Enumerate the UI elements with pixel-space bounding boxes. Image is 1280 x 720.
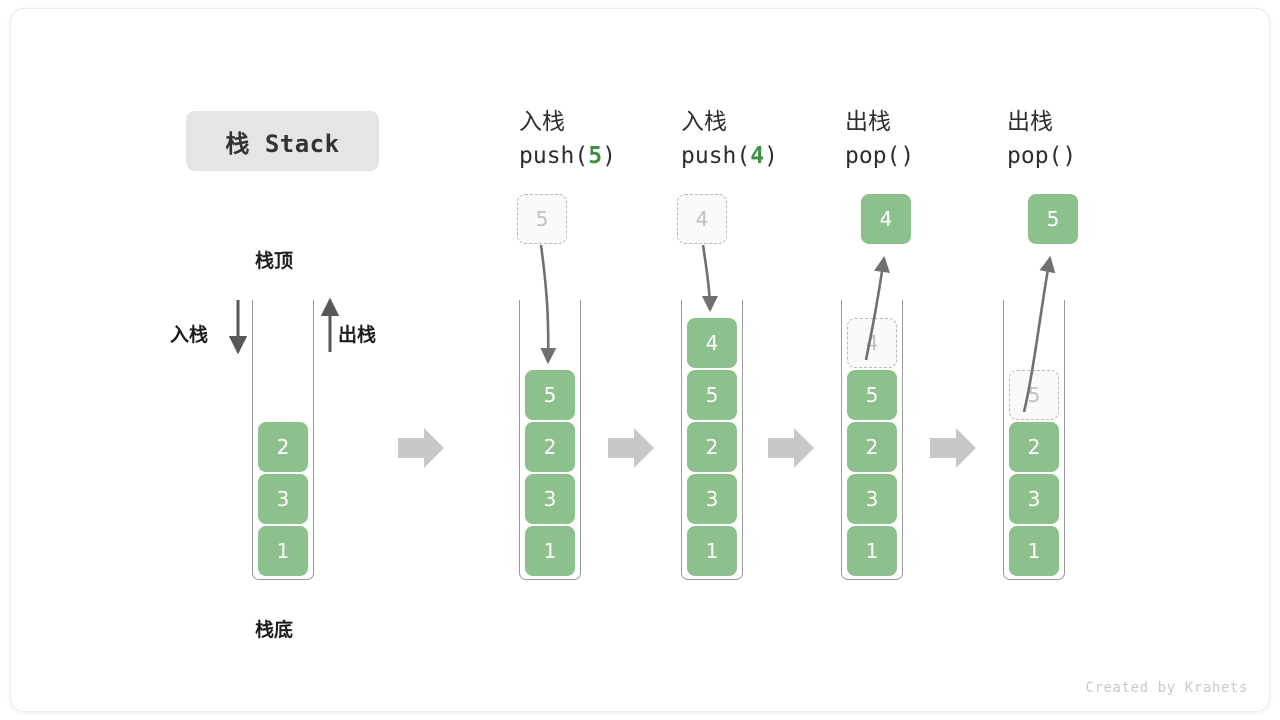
column-header-push-5: 入栈 push(5) — [519, 105, 699, 173]
stack-cell: 3 — [258, 474, 308, 524]
stack-cell: 1 — [258, 526, 308, 576]
column-header-label-cn: 入栈 — [681, 109, 727, 135]
stack-wall — [519, 300, 581, 580]
code-argument: 4 — [750, 143, 765, 169]
floating-cell-pop-4: 4 — [861, 194, 911, 244]
column-header-label-cn: 入栈 — [519, 109, 565, 135]
column-header-pop-1: 出栈 pop() — [845, 105, 1025, 173]
code-prefix: pop( — [1007, 143, 1063, 169]
stack-wall — [252, 300, 314, 580]
column-header-label-cn: 出栈 — [845, 109, 891, 135]
code-suffix: ) — [900, 143, 915, 169]
diagram-title: 栈 Stack — [186, 111, 379, 171]
watermark-credit: Created by Krahets — [1085, 680, 1248, 696]
floating-cell-push-5: 5 — [517, 194, 567, 244]
code-suffix: ) — [764, 143, 778, 169]
stack-cell: 2 — [687, 422, 737, 472]
column-header-code: pop() — [845, 139, 1025, 173]
column-header-code: push(5) — [519, 139, 699, 173]
stack-cell: 1 — [525, 526, 575, 576]
code-prefix: pop( — [845, 143, 901, 169]
push-direction-label: 入栈 — [170, 324, 209, 346]
column-header-push-4: 入栈 push(4) — [681, 105, 861, 173]
column-header-code: push(4) — [681, 139, 861, 173]
stack-wall — [841, 300, 903, 580]
stack-cell: 2 — [1009, 422, 1059, 472]
stack-cell: 2 — [258, 422, 308, 472]
code-suffix: ) — [1062, 143, 1077, 169]
column-header-label-cn: 出栈 — [1007, 109, 1053, 135]
stack-wall — [681, 300, 743, 580]
code-argument: 5 — [588, 143, 603, 169]
stack-cell: 2 — [525, 422, 575, 472]
stack-cell: 4 — [687, 318, 737, 368]
stack-cell-removed: 5 — [1009, 370, 1059, 420]
floating-cell-pop-5: 5 — [1028, 194, 1078, 244]
stack-cell: 3 — [525, 474, 575, 524]
stack-cell-removed: 4 — [847, 318, 897, 368]
stack-cell: 5 — [525, 370, 575, 420]
code-suffix: ) — [602, 143, 616, 169]
stack-cell: 3 — [847, 474, 897, 524]
floating-cell-push-4: 4 — [677, 194, 727, 244]
pop-direction-label: 出栈 — [338, 324, 377, 346]
column-header-pop-2: 出栈 pop() — [1007, 105, 1187, 173]
stack-cell: 1 — [1009, 526, 1059, 576]
column-header-code: pop() — [1007, 139, 1187, 173]
stack-wall — [1003, 300, 1065, 580]
stack-cell: 1 — [687, 526, 737, 576]
stack-cell: 3 — [687, 474, 737, 524]
stack-cell: 5 — [847, 370, 897, 420]
stack-bottom-label: 栈底 — [255, 619, 294, 641]
code-prefix: push( — [681, 143, 751, 169]
stack-cell: 5 — [687, 370, 737, 420]
stack-cell: 2 — [847, 422, 897, 472]
stack-cell: 3 — [1009, 474, 1059, 524]
stack-cell: 1 — [847, 526, 897, 576]
stack-top-label: 栈顶 — [255, 250, 294, 272]
code-prefix: push( — [519, 143, 589, 169]
